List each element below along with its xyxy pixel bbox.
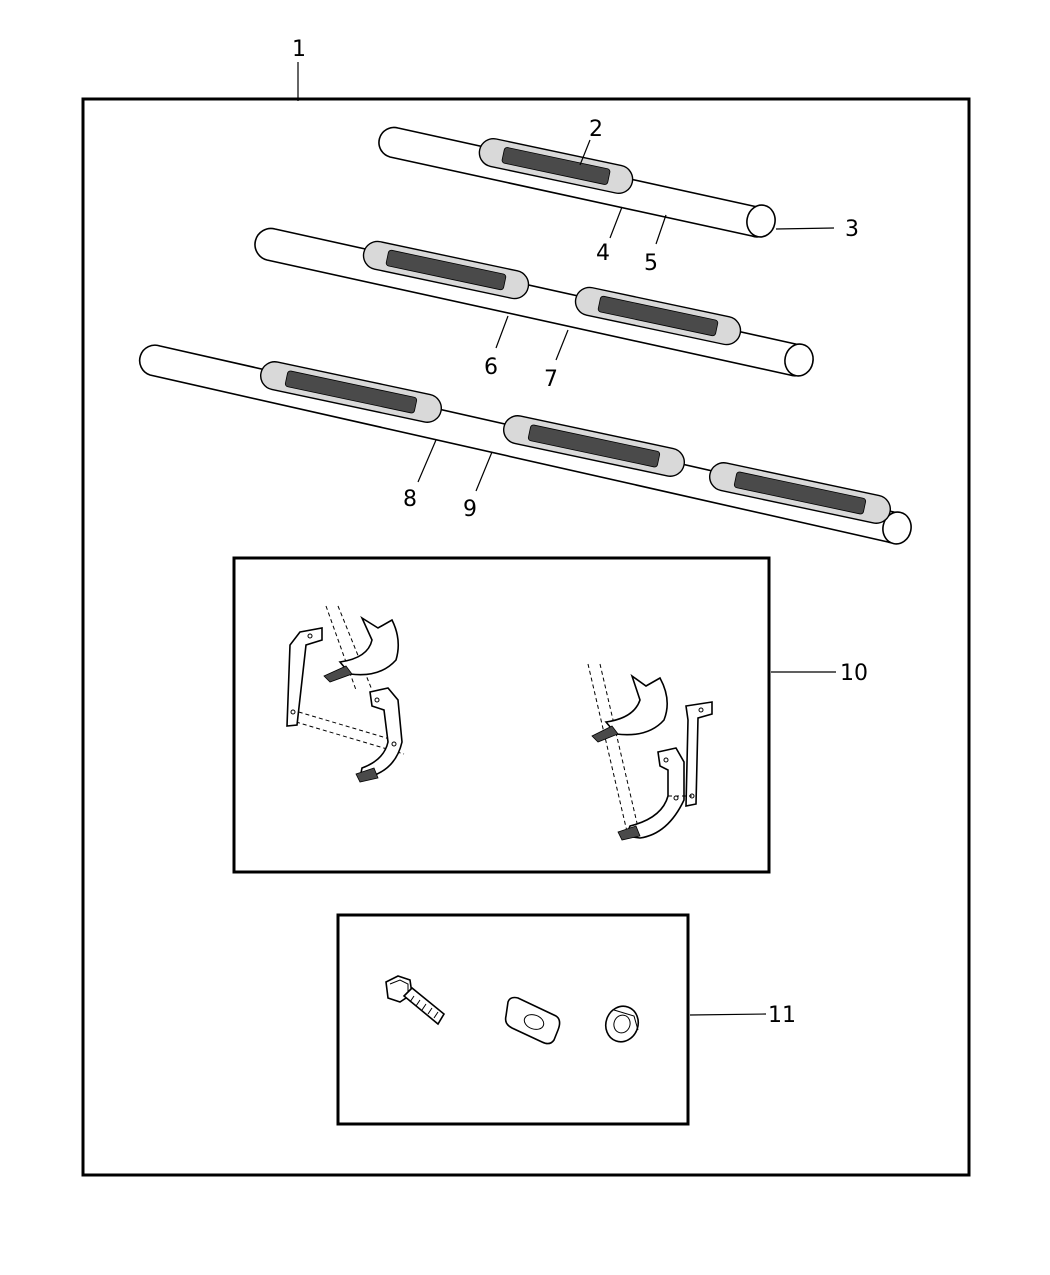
long-step-bar (138, 344, 912, 545)
callout-5: 5 (644, 251, 658, 276)
short-step-bar (378, 126, 776, 238)
step-pad (574, 286, 742, 346)
callout-3: 3 (845, 217, 859, 242)
callout-8: 8 (403, 487, 417, 512)
callout-9: 9 (463, 497, 477, 522)
step-pad (362, 240, 530, 300)
callout-7: 7 (544, 367, 558, 392)
leader-lines (297, 62, 836, 1016)
step-pad (709, 462, 891, 524)
kit-frame (81, 97, 971, 1177)
bracket-kit-frame (232, 556, 771, 874)
hardware-kit-frame (336, 913, 690, 1126)
callout-1: 1 (292, 37, 306, 62)
callout-10: 10 (840, 661, 868, 686)
medium-step-bar (254, 227, 814, 377)
step-pad (478, 137, 634, 195)
callout-6: 6 (484, 355, 498, 380)
right-bracket-set (587, 663, 713, 841)
callout-4: 4 (596, 241, 610, 266)
step-pad (503, 415, 685, 477)
step-pad (260, 361, 442, 423)
callout-2: 2 (589, 117, 603, 142)
flange-nut (604, 1005, 640, 1043)
callout-11: 11 (768, 1003, 796, 1028)
bolt (385, 975, 446, 1026)
left-bracket-set (286, 605, 405, 783)
nut-plate (504, 996, 561, 1045)
